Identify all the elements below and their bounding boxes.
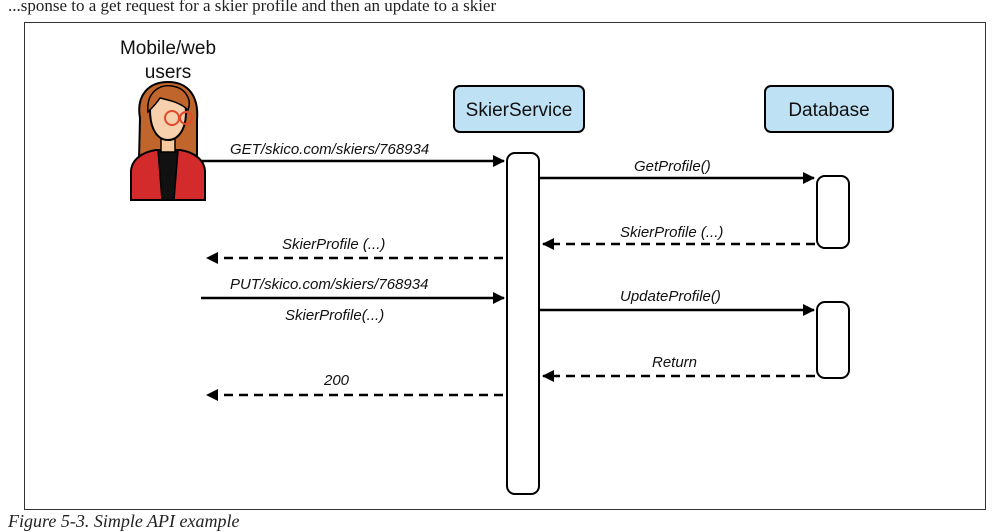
skier-service-box — [453, 85, 585, 133]
figure-frame — [24, 22, 986, 510]
get-request-label: GET/skico.com/skiers/768934 — [230, 141, 429, 158]
database-label: Database — [788, 100, 869, 121]
update-profile-label: UpdateProfile() — [620, 288, 721, 305]
put-request-label: PUT/skico.com/skiers/768934 — [230, 276, 428, 293]
database-box — [764, 85, 894, 133]
actor-label-line1: Mobile/web — [120, 38, 216, 59]
status-200-label: 200 — [323, 372, 350, 389]
figure-caption: Figure 5-3. Simple API example — [8, 511, 240, 531]
top-text-body: ...sponse to a get request for a skier p… — [8, 0, 497, 15]
actor-label-line2: users — [145, 62, 191, 83]
return-label: Return — [652, 354, 697, 371]
skier-profile-response-label: SkierProfile (...) — [282, 236, 385, 253]
skier-service-activation-bar — [506, 152, 540, 495]
skier-service-label: SkierService — [466, 100, 573, 121]
database-activation-bar-1 — [816, 175, 850, 249]
get-profile-label: GetProfile() — [634, 158, 711, 175]
page-top-text: ...sponse to a get request for a skier p… — [8, 0, 998, 16]
db-skier-profile-label: SkierProfile (...) — [620, 224, 723, 241]
database-activation-bar-2 — [816, 301, 850, 379]
put-body-label: SkierProfile(...) — [285, 307, 384, 324]
person-avatar-icon — [130, 80, 206, 201]
